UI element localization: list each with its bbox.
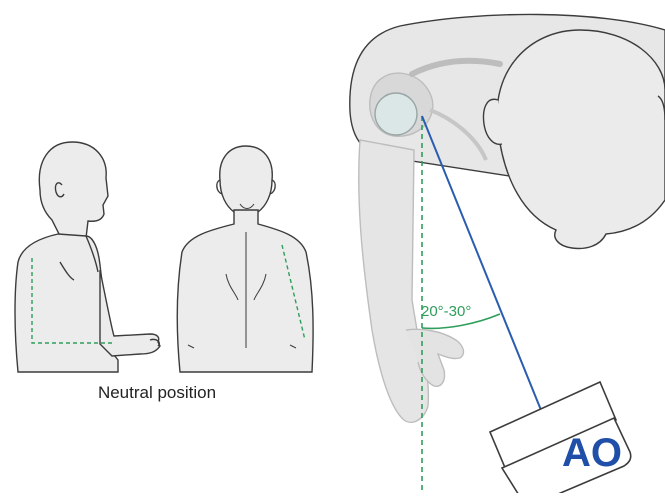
angle-label: 20°-30°	[421, 303, 472, 320]
angle-arc	[421, 313, 501, 330]
side-view-figure	[14, 141, 161, 373]
back-view-figure	[176, 145, 314, 373]
top-view-figure	[349, 13, 665, 424]
ao-logo: AO	[562, 431, 622, 475]
x-ray-tube	[488, 380, 632, 498]
caption-neutral-position: Neutral position	[97, 383, 217, 402]
side-view-guide	[31, 258, 112, 344]
back-view-guide	[281, 244, 306, 341]
beam-line	[421, 115, 546, 421]
